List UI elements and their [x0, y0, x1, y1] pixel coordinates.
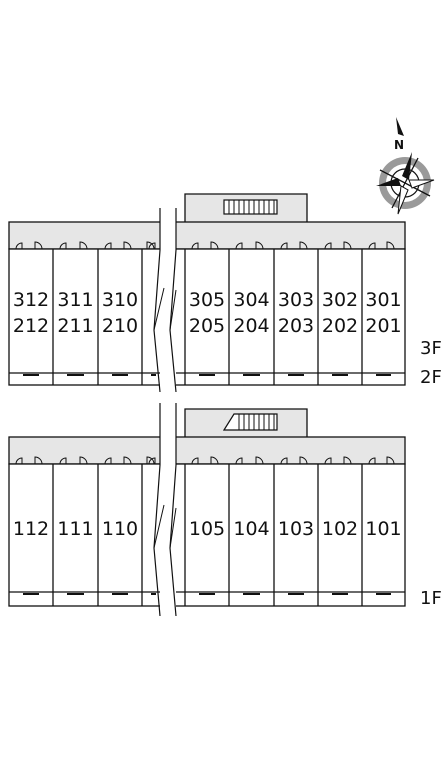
floor-label-2f: 2F	[420, 367, 442, 388]
unit-number-label: 201	[365, 315, 401, 337]
unit-number-label: 203	[278, 315, 314, 337]
unit-number-label: 310	[102, 289, 138, 311]
unit-number-label: 110	[102, 518, 138, 540]
unit-number-label: 301	[365, 289, 401, 311]
compass-rose-icon: N	[376, 117, 435, 215]
door-icon	[79, 241, 88, 250]
door-icon	[123, 456, 132, 465]
door-icon	[34, 241, 43, 250]
unit-number-label: 211	[57, 315, 93, 337]
door-icon	[386, 456, 395, 465]
unit-number-label: 302	[322, 289, 358, 311]
unit-number-label: 210	[102, 315, 138, 337]
unit-number-label: 303	[278, 289, 314, 311]
unit-number-label: 104	[233, 518, 269, 540]
corridor	[8, 221, 406, 250]
door-icon	[79, 456, 88, 465]
door-icon	[299, 456, 308, 465]
door-icon	[146, 241, 155, 250]
unit-number-label: 312	[13, 289, 49, 311]
unit-number-label: 304	[233, 289, 269, 311]
unit-number-label: 103	[278, 518, 314, 540]
door-icon	[146, 456, 155, 465]
floor-label-3f: 3F	[420, 338, 442, 359]
door-icon	[343, 456, 352, 465]
door-icon	[34, 456, 43, 465]
unit-number-label: 202	[322, 315, 358, 337]
corridor	[8, 436, 406, 465]
floor-label-1f: 1F	[420, 588, 442, 609]
unit-number-label: 105	[189, 518, 225, 540]
unit-number-label: 111	[57, 518, 93, 540]
stairs-icon	[222, 413, 278, 431]
unit-number-label: 212	[13, 315, 49, 337]
unit-number-label: 311	[57, 289, 93, 311]
door-icon	[343, 241, 352, 250]
door-icon	[210, 241, 219, 250]
door-icon	[210, 456, 219, 465]
door-icon	[255, 456, 264, 465]
upper-floor-plan: 312 212 311 211 310 210 305 205 304 204 303 203 302 2…	[8, 193, 442, 393]
unit-number-label: 204	[233, 315, 269, 337]
door-icon	[386, 241, 395, 250]
door-icon	[255, 241, 264, 250]
door-icon	[299, 241, 308, 250]
unit-number-label: 205	[189, 315, 225, 337]
unit-number-label: 102	[322, 518, 358, 540]
lower-floor-plan: 112 111 110 105 104 103 102 101 1F	[8, 403, 442, 617]
unit-number-label: 101	[365, 518, 401, 540]
door-icon	[123, 241, 132, 250]
unit-number-label: 112	[13, 518, 49, 540]
north-label: N	[394, 138, 404, 152]
unit-number-label: 305	[189, 289, 225, 311]
